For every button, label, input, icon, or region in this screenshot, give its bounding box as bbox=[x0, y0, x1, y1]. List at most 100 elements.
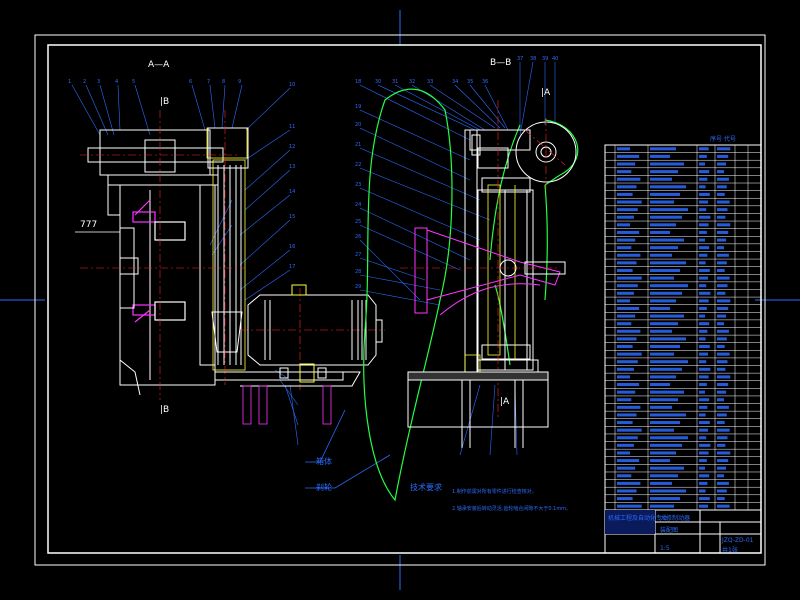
title-drawing-no: JZQ-ZD-01 bbox=[722, 537, 754, 544]
title-company: 机械工程及自动化专业 bbox=[608, 515, 669, 522]
bom-cell-text bbox=[699, 329, 708, 333]
svg-text:18: 18 bbox=[355, 79, 361, 85]
bom-cell-text bbox=[617, 170, 632, 174]
svg-text:10: 10 bbox=[289, 82, 295, 88]
bom-cell-text bbox=[717, 329, 729, 333]
bom-cell-text bbox=[650, 230, 670, 234]
bom-cell-text bbox=[699, 360, 707, 364]
bom-cell-text bbox=[650, 276, 674, 280]
bom-cell-text bbox=[717, 459, 729, 463]
right-green-outline bbox=[363, 88, 579, 502]
svg-text:7: 7 bbox=[207, 79, 210, 85]
bom-cell-text bbox=[699, 474, 710, 478]
bom-cell-text bbox=[717, 185, 727, 189]
bom-cell-text bbox=[699, 504, 708, 508]
bom-cell-text bbox=[650, 466, 684, 470]
bom-cell-text bbox=[717, 268, 725, 272]
bom-cell-text bbox=[699, 162, 705, 166]
bom-cell-text bbox=[699, 238, 705, 242]
title-block-frame bbox=[604, 509, 762, 554]
bom-cell-text bbox=[717, 284, 728, 288]
bom-cell-text bbox=[699, 185, 706, 189]
svg-text:8: 8 bbox=[222, 79, 225, 85]
callout-777: 777 bbox=[80, 220, 98, 230]
bom-cell-text bbox=[617, 497, 633, 501]
svg-text:27: 27 bbox=[355, 252, 361, 258]
svg-text:21: 21 bbox=[355, 142, 361, 148]
bom-cell-text bbox=[617, 299, 630, 303]
bom-cell-text bbox=[717, 398, 724, 402]
bom-cell-text bbox=[617, 208, 638, 212]
bom-cell-text bbox=[617, 215, 634, 219]
bom-cell-text bbox=[699, 192, 710, 196]
bom-cell-text bbox=[650, 215, 682, 219]
bom-cell-text bbox=[717, 344, 725, 349]
svg-text:29: 29 bbox=[355, 284, 361, 290]
bom-cell-text bbox=[650, 459, 670, 463]
bom-cell-text bbox=[699, 223, 709, 227]
bom-cell-text bbox=[617, 383, 640, 387]
bom-cell-text bbox=[717, 162, 727, 166]
bom-cell-text bbox=[617, 344, 633, 349]
bom-cell-text bbox=[617, 466, 636, 470]
bom-cell-text bbox=[617, 246, 632, 250]
section-marker-a-bottom: |A bbox=[500, 397, 510, 407]
bom-cell-text bbox=[650, 253, 672, 257]
bom-cell-text bbox=[699, 459, 707, 463]
bom-cell-text bbox=[699, 344, 710, 349]
bom-cell-text bbox=[617, 192, 633, 196]
bom-cell-text bbox=[650, 154, 670, 158]
bom-cell-text bbox=[699, 497, 710, 501]
bom-cell-text bbox=[717, 177, 729, 181]
bom-cell-text bbox=[617, 390, 636, 394]
bom-cell-text bbox=[650, 200, 674, 204]
bom-cell-text bbox=[617, 443, 634, 447]
svg-text:1: 1 bbox=[68, 79, 71, 85]
svg-text:2: 2 bbox=[83, 79, 86, 85]
bom-cell-text bbox=[650, 352, 674, 356]
bom-cell-text bbox=[650, 147, 676, 151]
bom-cell-text bbox=[617, 261, 637, 265]
bom-cell-text bbox=[699, 375, 709, 379]
view-label-b-b: B—B bbox=[490, 58, 512, 68]
bom-cell-text bbox=[717, 154, 729, 158]
bom-cell-text bbox=[617, 481, 641, 485]
bom-cell-text bbox=[650, 367, 682, 371]
bom-cell-text bbox=[650, 443, 682, 447]
bom-cell-text bbox=[617, 154, 640, 158]
bom-cell-text bbox=[717, 360, 728, 364]
bom-cell-text bbox=[650, 474, 678, 478]
bom-cell-text bbox=[699, 253, 708, 257]
bom-cell-text bbox=[717, 200, 730, 204]
right-base bbox=[407, 371, 549, 448]
bom-cell-text bbox=[699, 322, 710, 326]
svg-text:26: 26 bbox=[355, 234, 361, 240]
svg-text:17: 17 bbox=[289, 264, 295, 270]
bom-cell-text bbox=[699, 421, 710, 425]
bom-cell-text bbox=[699, 413, 706, 417]
svg-text:28: 28 bbox=[355, 269, 361, 275]
bom-cell-text bbox=[717, 322, 724, 326]
left-brake-arms bbox=[132, 199, 186, 323]
bom-cell-text bbox=[717, 390, 727, 394]
bom-cell-text bbox=[699, 215, 711, 219]
bom-cell-text bbox=[617, 276, 642, 280]
tech-requirements-title: 技术要求 bbox=[410, 483, 442, 492]
bom-cell-text bbox=[717, 170, 724, 174]
bom-cell-text bbox=[717, 436, 728, 440]
bom-cell-text bbox=[717, 497, 725, 501]
view-label-a-a: A—A bbox=[148, 60, 170, 70]
bom-cell-text bbox=[717, 451, 731, 455]
bom-cell-text bbox=[617, 253, 641, 257]
title-sheet: 共1张 bbox=[722, 547, 738, 554]
svg-text:33: 33 bbox=[427, 79, 433, 85]
right-magenta-parts bbox=[414, 227, 566, 316]
bom-cell-text bbox=[717, 337, 727, 341]
bom-cell-text bbox=[717, 474, 724, 478]
title-name-2: 装配图 bbox=[660, 527, 679, 534]
svg-text:38: 38 bbox=[530, 56, 536, 62]
